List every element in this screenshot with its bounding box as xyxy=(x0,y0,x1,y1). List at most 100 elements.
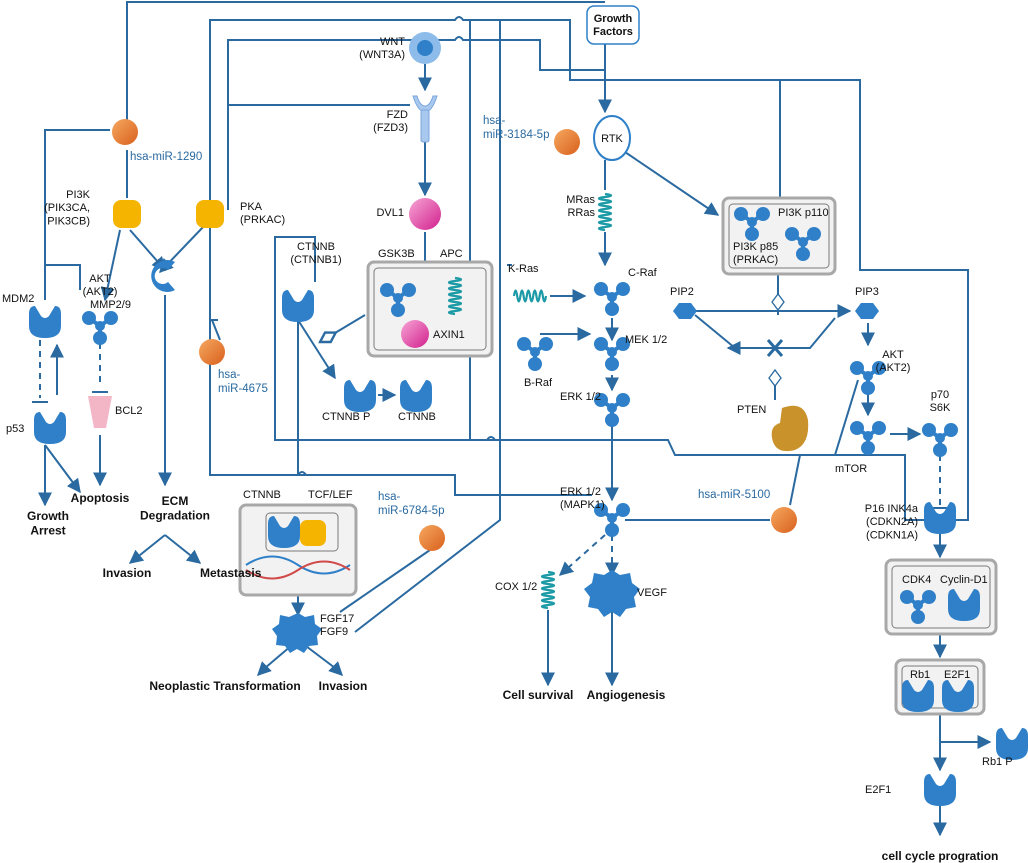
mir-6784-label: hsa-miR-6784-5p xyxy=(378,491,444,517)
mir-4675-label: hsa-miR-4675 xyxy=(218,369,268,395)
ctnnb-top-icon xyxy=(282,290,314,322)
e2f1-box-icon xyxy=(942,680,974,712)
dvl1-ball-icon xyxy=(409,198,441,230)
craf-label: C-Raf xyxy=(628,267,658,279)
pka-kinase-icon xyxy=(196,200,224,228)
fzd-receptor-icon xyxy=(412,95,438,143)
axin1-ball-icon xyxy=(401,320,429,348)
invasion-left-label: Invasion xyxy=(103,566,152,580)
vegf-label: VEGF xyxy=(637,587,667,599)
akt-left-label: AKT(AKT2) xyxy=(83,273,118,298)
bcl2-icon xyxy=(88,396,112,428)
mtor-icon xyxy=(850,421,886,455)
edges xyxy=(32,1,992,837)
rtk-label: RTK xyxy=(601,133,623,145)
vegf-icon xyxy=(584,570,640,617)
cdk4-icon xyxy=(900,590,936,624)
mmp-icon xyxy=(151,260,175,292)
e2f1-icon xyxy=(924,774,956,806)
apoptosis-label: Apoptosis xyxy=(71,491,130,505)
mir-6784-ball-icon xyxy=(419,525,445,551)
mir-5100-ball-icon xyxy=(771,507,797,533)
invasion-mid-label: Invasion xyxy=(319,679,368,693)
mras-icon xyxy=(597,192,613,232)
mir-5100-label: hsa-miR-5100 xyxy=(698,489,770,501)
mir-1290-ball-icon xyxy=(112,119,138,145)
e2f1-box-label: E2F1 xyxy=(944,669,970,681)
mir-1290-label: hsa-miR-1290 xyxy=(130,151,202,163)
pip3-hexagon-icon xyxy=(855,303,879,319)
mmp-label: MMP2/9 xyxy=(90,299,131,311)
pip3-label: PIP3 xyxy=(855,286,879,298)
ctnnb-right-label: CTNNB xyxy=(398,411,436,423)
cell-survival-label: Cell survival xyxy=(503,688,574,702)
dvl1-label: DVL1 xyxy=(376,207,404,219)
mtor-label: mTOR xyxy=(835,463,867,475)
dna-icon xyxy=(245,555,351,580)
ctnnb-p-icon xyxy=(344,380,376,412)
wnt-label: WNT(WNT3A) xyxy=(359,36,405,61)
craf-icon xyxy=(594,282,630,316)
p16-label: P16 INK4a(CDKN2A)(CDKN1A) xyxy=(865,503,919,541)
cdk4-label: CDK4 xyxy=(902,574,931,586)
rb1p-label: Rb1 P xyxy=(982,756,1013,768)
erk-mapk-label: ERK 1/2(MAPK1) xyxy=(560,486,605,511)
rb1p-icon xyxy=(996,728,1028,760)
cyclin-icon xyxy=(948,589,980,621)
cyclin-label: Cyclin-D1 xyxy=(940,574,988,586)
pi3k-kinase-icon xyxy=(113,200,141,228)
braf-label: B-Raf xyxy=(524,377,553,389)
erk-mapk-icon xyxy=(594,503,630,537)
cox-label: COX 1/2 xyxy=(495,581,537,593)
apc-label: APC xyxy=(440,248,463,260)
tcf-kinase-icon xyxy=(300,520,326,546)
mirna-balls xyxy=(112,119,797,551)
pten-icon xyxy=(771,405,809,452)
protein-icons xyxy=(29,192,1028,806)
axin1-label: AXIN1 xyxy=(433,329,465,341)
neoplastic-label: Neoplastic Transformation xyxy=(149,679,300,693)
apc-icon xyxy=(447,276,463,316)
rb1-icon xyxy=(902,680,934,712)
pka-label: PKA(PRKAC) xyxy=(240,201,285,226)
metastasis-label: Metastasis xyxy=(200,566,262,580)
braf-icon xyxy=(517,337,553,371)
pi3k-p85-label: PI3K p85(PRKAC) xyxy=(733,241,778,266)
kras-icon xyxy=(512,289,548,303)
gsk3b-icon xyxy=(380,283,416,317)
pi3k-left-label: PI3K(PIK3CA,PIK3CB) xyxy=(44,189,91,227)
ctnnb-tcf-label: CTNNB xyxy=(243,489,281,501)
p53-label: p53 xyxy=(6,423,24,435)
akt-left-icon xyxy=(82,311,118,345)
pi3k-p110-label: PI3K p110 xyxy=(778,207,829,219)
mek-icon xyxy=(594,337,630,371)
pip2-label: PIP2 xyxy=(670,286,694,298)
e2f1-label: E2F1 xyxy=(865,784,891,796)
mdm2-label: MDM2 xyxy=(2,293,34,305)
cell-cycle-label: cell cycle progration xyxy=(882,849,999,863)
growth-factors-box xyxy=(586,5,640,45)
fgf-icon xyxy=(272,613,322,653)
p16-icon xyxy=(924,502,956,534)
mir-4675-ball-icon xyxy=(199,339,225,365)
pten-label: PTEN xyxy=(737,404,766,416)
pi3k-p85-icon xyxy=(785,227,821,261)
bcl2-label: BCL2 xyxy=(115,405,143,417)
akt-right-icon xyxy=(850,361,886,395)
p53-icon xyxy=(34,412,66,444)
mek-label: MEK 1/2 xyxy=(625,334,667,346)
ctnnb-right-icon xyxy=(400,380,432,412)
fzd-label: FZD(FZD3) xyxy=(373,109,408,134)
kras-label: K-Ras xyxy=(508,263,539,275)
rb1-label: Rb1 xyxy=(910,669,930,681)
ctnnb-tcf-icon xyxy=(268,516,300,548)
pip2-hexagon-icon xyxy=(673,303,697,319)
mir-3184-label: hsa-miR-3184-5p xyxy=(483,115,549,141)
rtk-receptor-icon xyxy=(593,115,631,161)
